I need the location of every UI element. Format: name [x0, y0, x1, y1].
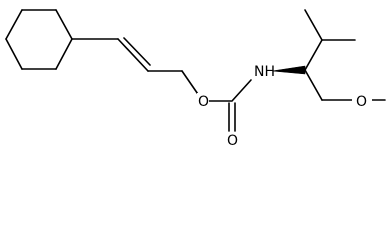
carbonyl-to-nitrogen-bond — [231, 79, 252, 102]
atom-labels: NH O O O — [197, 63, 372, 149]
chiral-to-isopropyl-bond — [304, 39, 323, 71]
allyl-chain — [71, 37, 203, 101]
ring-bond-4 — [55, 38, 73, 70]
carbamate-group — [207, 79, 252, 132]
ring-bond-3 — [55, 9, 73, 40]
ester-oxygen-label-bg — [197, 93, 209, 109]
stereo-wedge-bond — [271, 65, 306, 75]
amine-label-bg — [253, 63, 273, 80]
ring-bond-1 — [5, 9, 23, 40]
double-bond-inner — [123, 37, 151, 66]
ester-oxygen-label: O — [198, 94, 209, 110]
ring-bond-6 — [5, 38, 23, 70]
cyclohexyl-ring — [5, 9, 73, 70]
chiral-center — [271, 9, 386, 101]
amine-label: NH — [254, 64, 275, 80]
carbonyl-oxygen-label-bg — [226, 132, 238, 148]
carbonyl-oxygen-label: O — [227, 133, 238, 149]
chiral-to-ch2-bond — [304, 69, 323, 101]
double-bond-outer — [117, 38, 149, 72]
isopropyl-methyl-up-bond — [304, 9, 323, 41]
methoxy-oxygen-label-bg — [352, 93, 372, 109]
methoxy-oxygen-label: O — [356, 94, 367, 110]
chemical-structure-diagram: NH O O O — [5, 9, 386, 149]
